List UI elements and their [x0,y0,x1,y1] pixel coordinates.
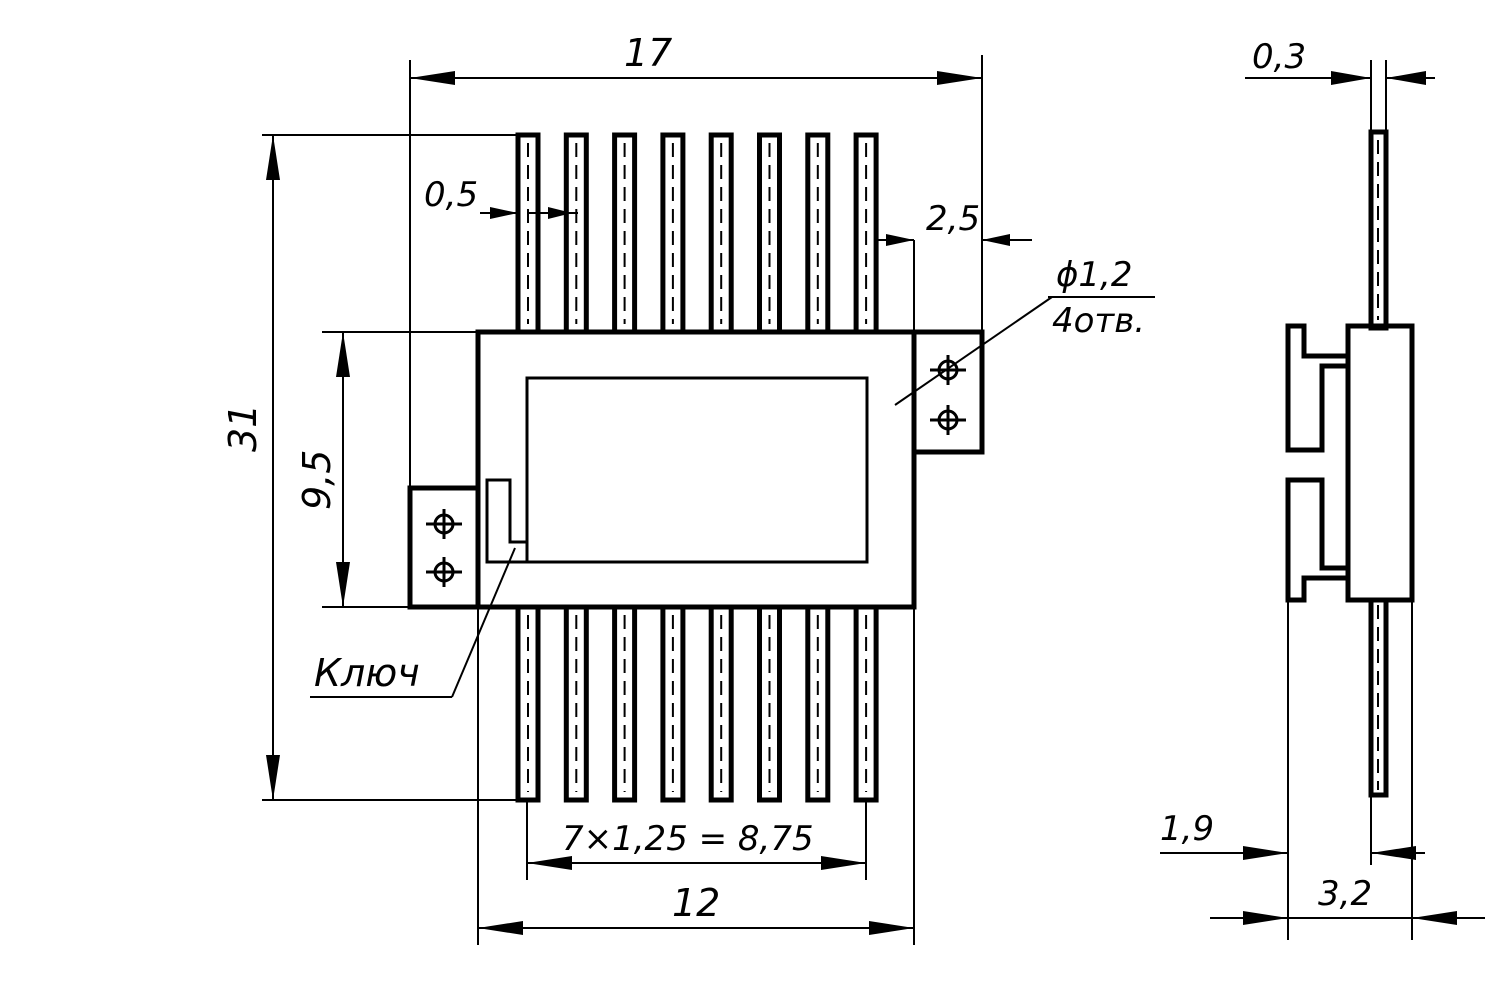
dim-body-height-label: 3,2 [1318,874,1372,914]
dimension-lead-thickness: 0,3 [1245,37,1435,132]
hole-callout: ϕ1,2 4отв. [894,255,1155,406]
mounting-hole-icon [426,509,462,539]
dim-pitch-label: 7×1,25 = 8,75 [562,819,814,859]
mounting-hole-icon [930,355,966,385]
dim-total-length-label: 31 [221,404,265,452]
side-body [1345,323,1415,603]
hole-callout-diameter: ϕ1,2 [1056,255,1133,295]
dimension-body-height: 3,2 [1210,600,1485,940]
side-flange-profile [1285,323,1351,453]
package-body [475,329,917,610]
dim-lead-thickness-label: 0,3 [1252,37,1306,77]
dimension-flange-overhang: 2,5 [874,199,1032,332]
dimension-overall-width: 17 [409,31,983,488]
dim-flange-overhang-label: 2,5 [926,199,980,239]
mounting-hole-icon [930,405,966,435]
left-mounting-flange [407,485,481,610]
front-view: 17 0,5 2,5 ϕ1,2 4отв. [221,31,1155,945]
key-marker [485,478,529,564]
dimension-total-length: 31 [221,134,520,801]
dim-lead-width-label: 0,5 [424,175,478,215]
dim-body-length-label: 9,5 [295,450,339,510]
dimension-lead-width: 0,5 [424,175,578,219]
bottom-leads [515,604,879,803]
dimension-body-length: 9,5 [295,331,478,608]
hole-callout-count: 4отв. [1052,301,1145,341]
dim-overall-width-label: 17 [624,31,672,75]
dim-body-width-label: 12 [672,881,720,925]
dimension-lead-offset: 1,9 [1160,600,1425,940]
dim-lead-offset-label: 1,9 [1160,809,1214,849]
side-view: 0,3 1,9 3,2 [1160,37,1485,940]
key-callout: Ключ [310,547,516,698]
key-label: Ключ [314,651,420,695]
dimension-lead-pitch: 7×1,25 = 8,75 [526,800,867,880]
dimension-body-width: 12 [477,607,915,945]
mounting-hole-icon [426,557,462,587]
top-leads [515,132,879,335]
package-lid [525,376,869,564]
side-flange-profile-lower [1285,477,1351,603]
